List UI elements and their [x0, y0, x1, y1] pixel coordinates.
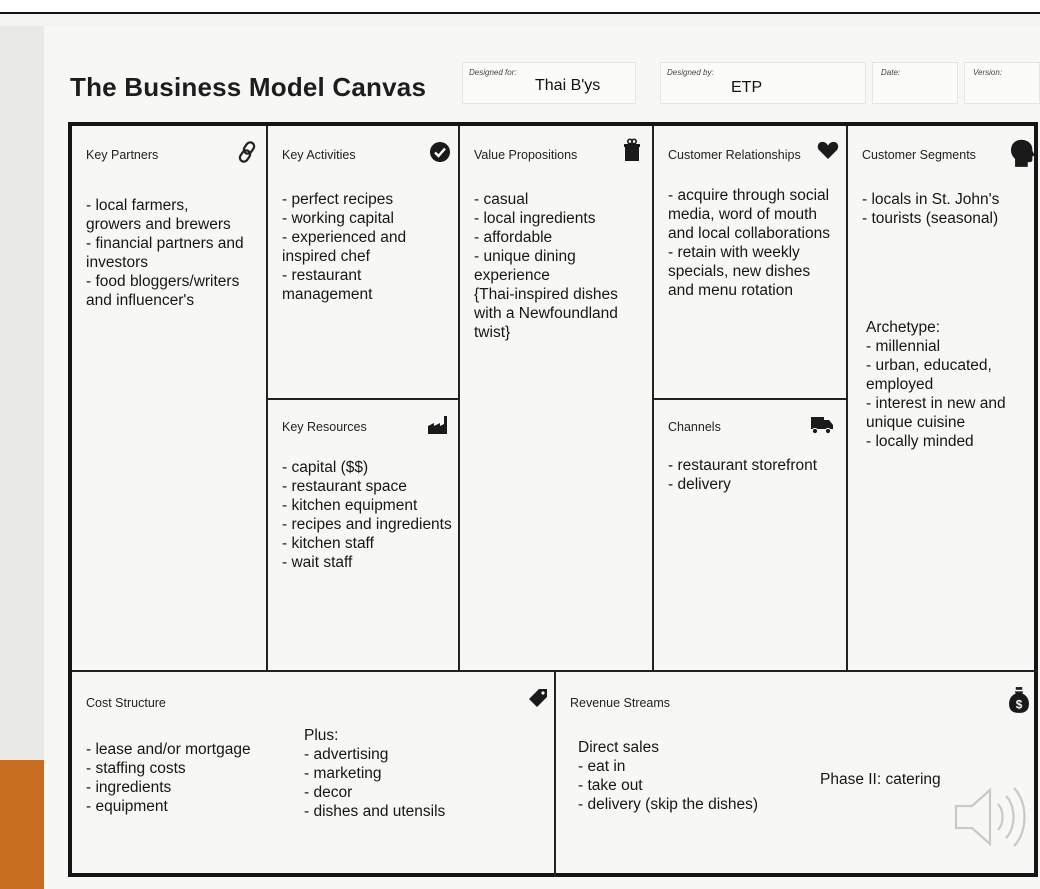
cost-structure-text: - lease and/or mortgage - staffing costs… [86, 741, 251, 815]
price-tag-icon [529, 689, 547, 707]
head-profile-icon [1010, 139, 1035, 167]
customer-relationships-text: - acquire through social media, word of … [668, 187, 830, 299]
left-orange-strip [0, 760, 44, 889]
customer-relationships-block: Customer Relationships - acquire through… [654, 126, 848, 400]
value-propositions-block: Value Propositions - casual - local ingr… [460, 126, 654, 672]
channels-title: Channels [668, 420, 721, 434]
key-resources-title: Key Resources [282, 420, 367, 434]
business-model-canvas: Key Partners - local farmers, growers an… [68, 122, 1038, 877]
date-label: Date: [881, 68, 901, 77]
cost-structure-block: Cost Structure - lease and/or mortgage -… [72, 672, 556, 877]
revenue-streams-block: Revenue Streams $ Direct sales - eat in … [556, 672, 1038, 877]
top-bar [0, 0, 1040, 14]
revenue-streams-text: Direct sales - eat in - take out - deliv… [578, 739, 759, 813]
speaker-icon[interactable] [950, 772, 1030, 862]
key-partners-block: Key Partners - local farmers, growers an… [72, 126, 268, 672]
canvas-title: The Business Model Canvas [70, 72, 427, 102]
designed-for-label: Designed for: [469, 68, 517, 77]
archetype-text: Archetype: - millennial - urban, educate… [866, 319, 1006, 450]
revenue-streams-title: Revenue Streams [570, 696, 671, 710]
link-icon [238, 141, 256, 163]
designed-by-value: ETP [731, 79, 763, 96]
cost-structure-plus-text: Plus: - advertising - marketing - decor … [304, 727, 446, 820]
checkmark-icon [430, 142, 450, 162]
key-activities-block: Key Activities - perfect recipes - worki… [268, 126, 460, 400]
version-label: Version: [973, 68, 1003, 77]
value-propositions-text: - casual - local ingredients - affordabl… [474, 191, 618, 341]
key-partners-text: - local farmers, growers and brewers - f… [86, 197, 244, 309]
channels-text: - restaurant storefront - delivery [668, 457, 818, 493]
gift-icon [624, 138, 640, 161]
date-field: Date: [872, 62, 958, 104]
canvas-sheet [44, 26, 1040, 889]
version-field: Version: [964, 62, 1040, 104]
customer-segments-title: Customer Segments [862, 148, 976, 162]
truck-icon [811, 417, 833, 435]
designed-by-field: Designed by: ETP [660, 62, 866, 104]
key-resources-block: Key Resources - capital ($$) - restauran… [268, 400, 460, 672]
channels-block: Channels - restaurant storefront - deliv… [654, 400, 848, 672]
heart-icon [817, 141, 839, 159]
customer-segments-block: Customer Segments - locals in St. John's… [848, 126, 1038, 672]
designed-for-field: Designed for: Thai B'ys [462, 62, 636, 104]
left-margin [0, 26, 44, 760]
key-resources-text: - capital ($$) - restaurant space - kitc… [282, 459, 452, 571]
designed-for-value: Thai B'ys [535, 77, 601, 94]
customer-segments-text: - locals in St. John's - tourists (seaso… [862, 191, 1000, 227]
revenue-phase-two-text: Phase II: catering [820, 771, 941, 788]
value-propositions-title: Value Propositions [474, 148, 578, 162]
key-activities-title: Key Activities [282, 148, 356, 162]
money-bag-icon: $ [1009, 687, 1029, 713]
customer-relationships-title: Customer Relationships [668, 148, 801, 162]
key-activities-text: - perfect recipes - working capital - ex… [282, 191, 407, 303]
designed-by-label: Designed by: [667, 68, 714, 77]
cost-structure-title: Cost Structure [86, 696, 166, 710]
key-partners-title: Key Partners [86, 148, 159, 162]
factory-icon [428, 416, 447, 434]
svg-text:$: $ [1016, 698, 1023, 712]
